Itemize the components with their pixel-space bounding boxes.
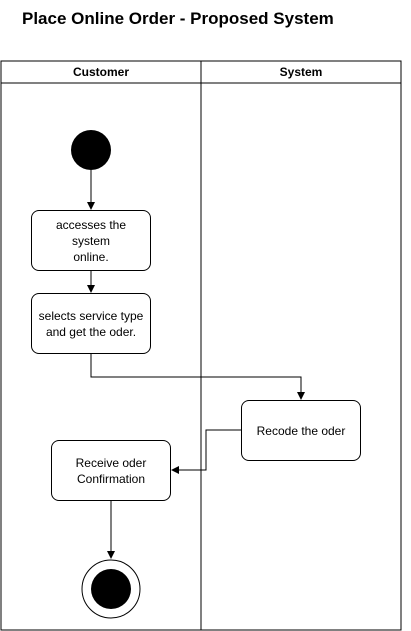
activity-access-system: accesses the system online. bbox=[31, 210, 151, 271]
activity-recode-order: Recode the oder bbox=[241, 400, 361, 461]
flow-recode-to-receive bbox=[171, 429, 241, 474]
activity-select-service: selects service type and get the oder. bbox=[31, 293, 151, 354]
lane-title-customer: Customer bbox=[72, 65, 129, 79]
end-node-inner bbox=[91, 569, 131, 609]
diagram-title: Place Online Order - Proposed System bbox=[22, 9, 334, 28]
activity-receive-confirmation: Receive oder Confirmation bbox=[51, 440, 171, 501]
flow-select-to-recode bbox=[90, 353, 305, 400]
start-node bbox=[71, 130, 111, 170]
lane-title-system: System bbox=[279, 65, 323, 79]
